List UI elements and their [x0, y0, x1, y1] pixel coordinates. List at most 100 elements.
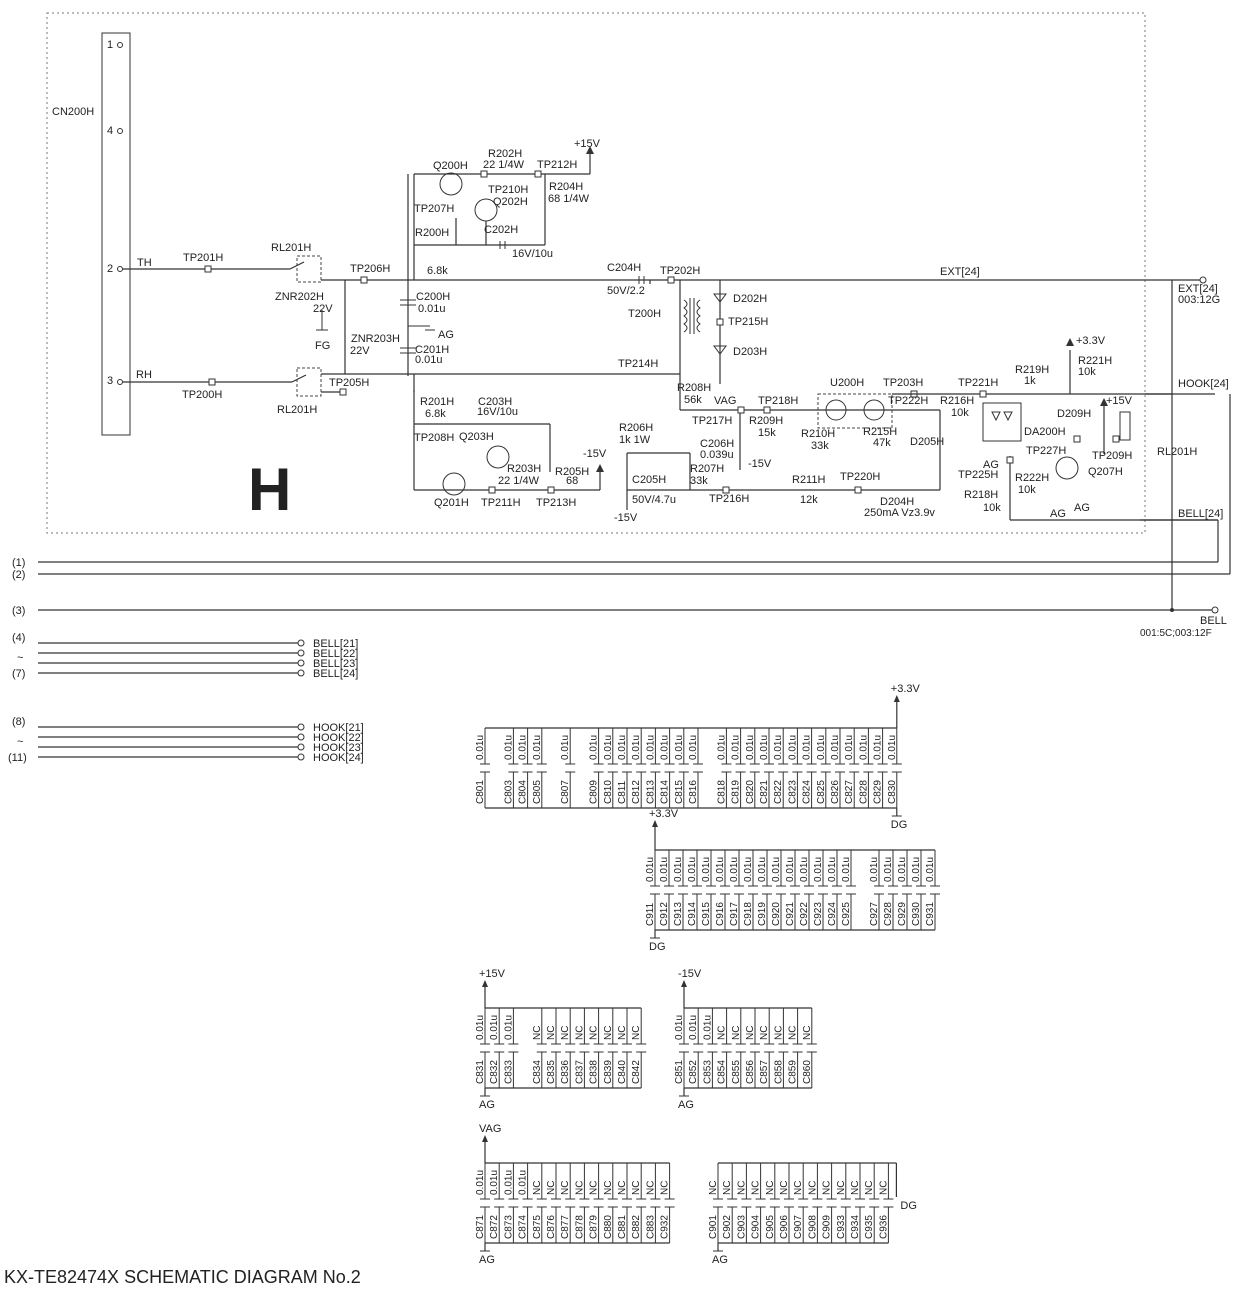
section-letter: H: [248, 456, 291, 523]
bypass-ref: C813: [645, 780, 656, 804]
label-tp201h: TP201H: [183, 252, 223, 264]
bypass-rail-label: -15V: [678, 968, 702, 980]
pin-2-label: 2: [107, 263, 113, 275]
label-da200h: DA200H: [1024, 426, 1066, 438]
bypass-ref: C875: [532, 1215, 543, 1239]
bypass-value: NC: [745, 1026, 756, 1040]
bus-tilde-b: ~: [17, 736, 23, 748]
bypass-value: 0.01u: [911, 857, 922, 882]
bypass-value: 0.01u: [603, 735, 614, 760]
label-tp205h: TP205H: [329, 377, 369, 389]
label-tp208h: TP208H: [414, 432, 454, 444]
label-q203h: Q203H: [459, 431, 494, 443]
bypass-ref: C856: [745, 1060, 756, 1084]
label-r209h-v: 15k: [758, 427, 776, 439]
label-c203h: C203H: [478, 396, 512, 408]
bypass-value: 0.01u: [773, 735, 784, 760]
label-c200h: C200H: [416, 291, 450, 303]
bypass-value: 0.01u: [532, 735, 543, 760]
label-r210h: R210H: [801, 428, 835, 440]
bypass-rail-label: VAG: [479, 1123, 501, 1135]
bypass-value: NC: [779, 1181, 790, 1195]
bypass-value: NC: [574, 1181, 585, 1195]
bypass-value: NC: [793, 1181, 804, 1195]
hook-net-labels: HOOK[21]HOOK[22]HOOK[23]HOOK[24]: [313, 722, 364, 764]
bypass-ref: C905: [765, 1215, 776, 1239]
bypass-ref: C838: [589, 1060, 600, 1084]
bypass-ref: C840: [617, 1060, 628, 1084]
bypass-ref: C829: [873, 780, 884, 804]
label-r221h-v: 10k: [1078, 366, 1096, 378]
bypass-value: 0.01u: [715, 857, 726, 882]
bypass-value: NC: [617, 1026, 628, 1040]
bypass-value: 0.01u: [674, 1015, 685, 1040]
hook-nets-1: HOOK[22]: [313, 732, 364, 744]
ext-output-label: EXT[24]: [1178, 283, 1218, 295]
bypass-ref: C902: [722, 1215, 733, 1239]
bypass-ref: C934: [850, 1215, 861, 1239]
bypass-value: 0.01u: [844, 735, 855, 760]
label-r201h: R201H: [420, 396, 454, 408]
bypass-value: 0.01u: [489, 1015, 500, 1040]
bypass-value: NC: [765, 1181, 776, 1195]
bypass-value: 0.01u: [560, 735, 571, 760]
bypass-value: NC: [751, 1181, 762, 1195]
bypass-value: 0.01u: [518, 735, 529, 760]
bypass-value: NC: [645, 1181, 656, 1195]
bypass-value: NC: [532, 1026, 543, 1040]
bypass-group-5: NCC901NCC902NCC903NCC904NCC905NCC906NCC9…: [708, 1162, 917, 1266]
bypass-value: 0.01u: [841, 857, 852, 882]
bypass-ref: C882: [631, 1215, 642, 1239]
label-tp212h: TP212H: [537, 159, 577, 171]
bypass-value: NC: [836, 1181, 847, 1195]
label-q207h: Q207H: [1088, 466, 1123, 478]
label-tp202h: TP202H: [660, 265, 700, 277]
label-c205h-v: 50V/4.7u: [632, 494, 676, 506]
label-r200h: R200H: [415, 227, 449, 239]
label-r205h-v: 68: [566, 475, 578, 487]
label-r205h: R205H: [555, 466, 589, 478]
bypass-group-1: 0.01uC9110.01uC9120.01uC9130.01uC9140.01…: [645, 808, 940, 953]
label-znr203h-v: 22V: [350, 345, 370, 357]
diagram-title: KX-TE82474X SCHEMATIC DIAGRAM No.2: [4, 1267, 361, 1287]
label-c201h-v: 0.01u: [415, 354, 443, 366]
bypass-ref: C914: [687, 902, 698, 926]
label-d204h: D204H: [880, 496, 914, 508]
label-r68k: 6.8k: [427, 265, 448, 277]
label-tp203h: TP203H: [883, 377, 923, 389]
bypass-ref: C852: [688, 1060, 699, 1084]
bypass-value: 0.01u: [827, 857, 838, 882]
bell-net-labels: BELL[21]BELL[22]BELL[23]BELL[24]: [313, 638, 358, 680]
bypass-ref: C909: [822, 1215, 833, 1239]
label-tp214h: TP214H: [618, 358, 658, 370]
bypass-value: 0.01u: [729, 857, 740, 882]
pin-3-label: 3: [107, 375, 113, 387]
bypass-value: NC: [603, 1181, 614, 1195]
bypass-ref: C858: [773, 1060, 784, 1084]
bell-nets-1: BELL[22]: [313, 648, 358, 660]
label-r216h: R216H: [940, 395, 974, 407]
bypass-ref: C807: [560, 780, 571, 804]
bypass-ref: C860: [802, 1060, 813, 1084]
bypass-ref: C883: [645, 1215, 656, 1239]
label-r222h-v: 10k: [1018, 484, 1036, 496]
label-m15v-b: -15V: [614, 512, 638, 524]
bypass-value: NC: [560, 1181, 571, 1195]
bypass-ref: C921: [785, 902, 796, 926]
bypass-ref: C911: [645, 902, 656, 926]
label-c204h: C204H: [607, 262, 641, 274]
bypass-ref: C929: [897, 902, 908, 926]
label-tp210h: TP210H: [488, 184, 528, 196]
bypass-ref: C871: [475, 1215, 486, 1239]
label-znr203h: ZNR203H: [351, 333, 400, 345]
bypass-ref: C912: [659, 902, 670, 926]
label-ag4: AG: [1074, 502, 1090, 514]
connector-name: CN200H: [52, 106, 94, 118]
label-tp220h: TP220H: [840, 471, 880, 483]
hook-nets-3: HOOK[24]: [313, 752, 364, 764]
bus-label-7: (7): [12, 668, 25, 680]
bypass-gnd-label: AG: [479, 1254, 495, 1266]
bypass-value: 0.01u: [745, 735, 756, 760]
label-r202h-v: 22 1/4W: [483, 159, 525, 171]
